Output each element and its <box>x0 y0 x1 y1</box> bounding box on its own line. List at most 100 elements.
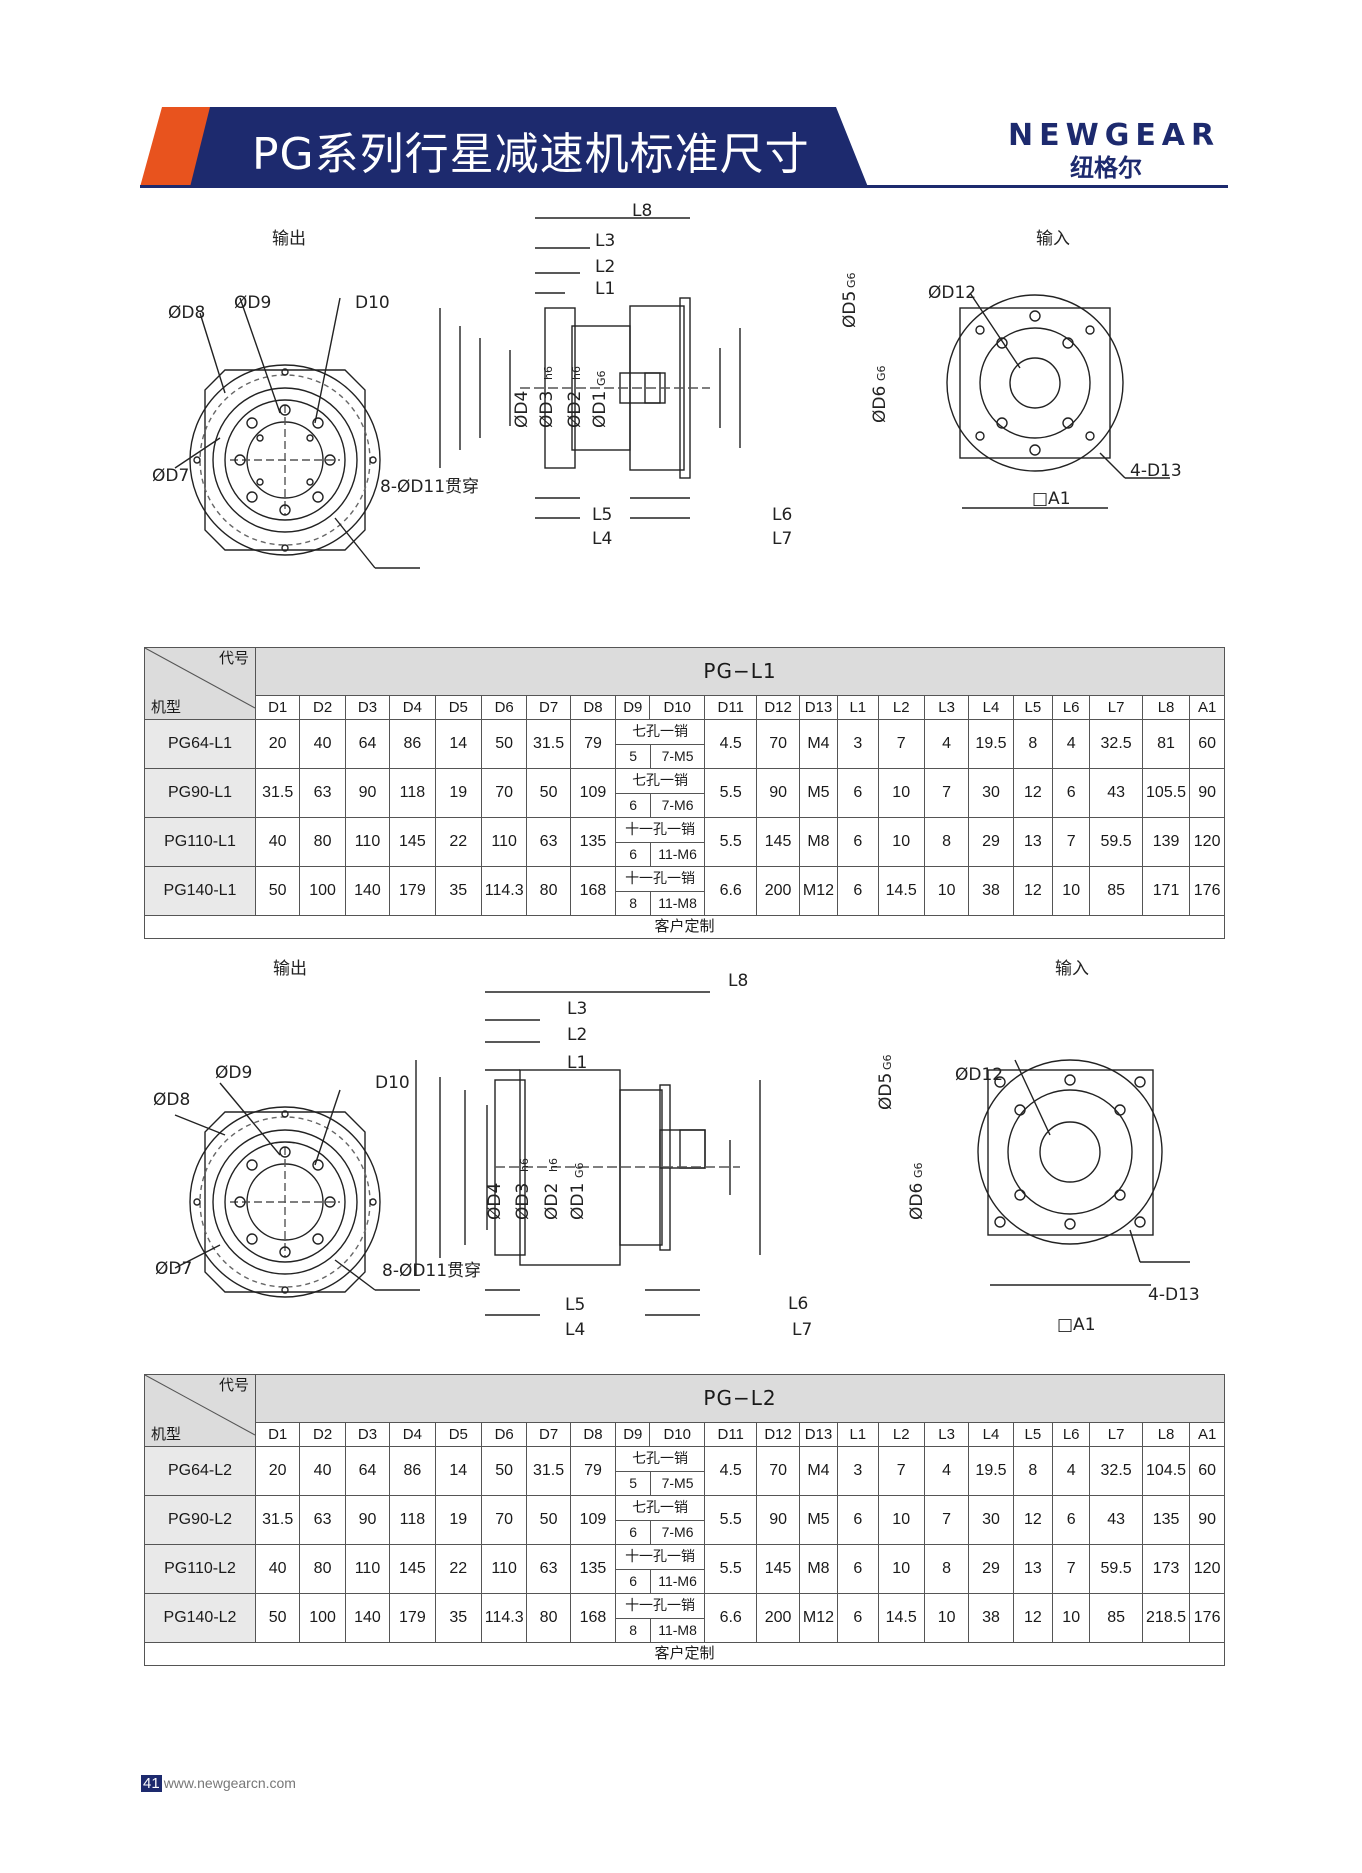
value-cell: 50 <box>480 719 528 769</box>
d9-value: 6 <box>616 793 652 817</box>
d10-value: 7-M5 <box>661 747 694 764</box>
value-cell: 13 <box>1012 1544 1054 1594</box>
value-cell: 80 <box>299 1544 346 1594</box>
label-d10: D10 <box>375 1073 410 1093</box>
col-header: D10 <box>649 1422 705 1447</box>
label-l6: L6 <box>772 505 792 525</box>
value-cell: 70 <box>756 719 800 769</box>
value-cell: 85 <box>1089 866 1143 916</box>
corner-code: 代号 <box>218 1376 249 1394</box>
series-title: PG−L2 <box>254 1374 1226 1423</box>
brand-logo-text: NEWGEAR <box>1008 118 1221 153</box>
label-d5-tol: G6 <box>881 1054 894 1070</box>
label-d2-tol: h6 <box>547 1158 560 1172</box>
label-a1: □A1 <box>1032 489 1071 509</box>
value-cell: 70 <box>480 1495 528 1545</box>
col-header: L2 <box>877 695 925 720</box>
value-cell: 85 <box>1089 1593 1143 1643</box>
d10-value: 11-M8 <box>658 1621 697 1638</box>
value-cell: 179 <box>389 1593 436 1643</box>
col-header: D7 <box>526 695 571 720</box>
value-cell: 38 <box>968 866 1014 916</box>
value-cell: 100 <box>299 866 346 916</box>
label-l4: L4 <box>592 529 612 549</box>
d9-description: 十一孔一销 <box>616 819 704 843</box>
col-header: D3 <box>344 695 391 720</box>
value-cell: 7 <box>877 1446 925 1496</box>
value-cell: M8 <box>798 817 839 867</box>
label-l7: L7 <box>792 1320 812 1340</box>
value-cell: 5.5 <box>703 817 758 867</box>
value-cell: 4 <box>1052 719 1091 769</box>
d9-description: 七孔一销 <box>616 721 704 745</box>
label-d1: ØD1 <box>590 391 610 428</box>
value-cell: 63 <box>299 1495 346 1545</box>
website-url: www.newgearcn.com <box>163 1775 296 1791</box>
d10-value: 7-M5 <box>661 1474 694 1491</box>
col-header: L5 <box>1012 695 1054 720</box>
col-header: D10 <box>649 695 705 720</box>
label-l4: L4 <box>565 1320 585 1340</box>
col-header: L2 <box>877 1422 925 1447</box>
value-cell: 63 <box>526 817 571 867</box>
label-d6-tol: G6 <box>912 1162 925 1178</box>
value-cell: 31.5 <box>254 1495 301 1545</box>
label-d7: ØD7 <box>152 466 189 486</box>
value-cell: 120 <box>1189 1544 1225 1594</box>
label-d4: ØD4 <box>485 1183 505 1220</box>
label-l8: L8 <box>632 201 652 221</box>
value-cell: 140 <box>344 1593 391 1643</box>
value-cell: 140 <box>344 866 391 916</box>
value-cell: 179 <box>389 866 436 916</box>
label-d3: ØD3 <box>537 391 557 428</box>
label-l7: L7 <box>772 529 792 549</box>
value-cell: 139 <box>1141 817 1191 867</box>
value-cell: 31.5 <box>526 1446 571 1496</box>
col-header: D3 <box>344 1422 391 1447</box>
d9-value: 6 <box>616 1520 652 1544</box>
value-cell: 5.5 <box>703 768 758 818</box>
col-header: L7 <box>1089 1422 1143 1447</box>
model-cell: PG140-L2 <box>144 1593 256 1643</box>
value-cell: 63 <box>526 1544 571 1594</box>
value-cell: 12 <box>1012 768 1054 818</box>
value-cell: 8 <box>923 817 970 867</box>
col-header: D12 <box>756 695 800 720</box>
value-cell: 43 <box>1089 768 1143 818</box>
value-cell: 218.5 <box>1141 1593 1191 1643</box>
model-cell: PG90-L2 <box>144 1495 256 1545</box>
value-cell: 4.5 <box>703 719 758 769</box>
value-cell: M5 <box>798 1495 839 1545</box>
label-d8: ØD8 <box>153 1090 190 1110</box>
col-header: D5 <box>434 695 482 720</box>
model-cell: PG110-L1 <box>144 817 256 867</box>
d9-description: 十一孔一销 <box>616 868 704 892</box>
value-cell: 12 <box>1012 1495 1054 1545</box>
value-cell: 7 <box>1052 817 1091 867</box>
value-cell: 50 <box>254 1593 301 1643</box>
value-cell: 145 <box>756 817 800 867</box>
d9-value: 8 <box>616 891 652 915</box>
value-cell: 86 <box>389 1446 436 1496</box>
value-cell: 10 <box>877 768 925 818</box>
value-cell: M5 <box>798 768 839 818</box>
value-cell: 114.3 <box>480 866 528 916</box>
col-header: L8 <box>1141 695 1191 720</box>
label-input: 输入 <box>1055 959 1089 979</box>
d10-value: 7-M6 <box>661 796 694 813</box>
col-header: A1 <box>1189 695 1225 720</box>
value-cell: 90 <box>1189 768 1225 818</box>
col-header: D2 <box>299 1422 346 1447</box>
col-header: D4 <box>389 1422 436 1447</box>
value-cell: 145 <box>389 1544 436 1594</box>
label-d2: ØD2 <box>542 1183 562 1220</box>
col-header: D1 <box>254 695 301 720</box>
